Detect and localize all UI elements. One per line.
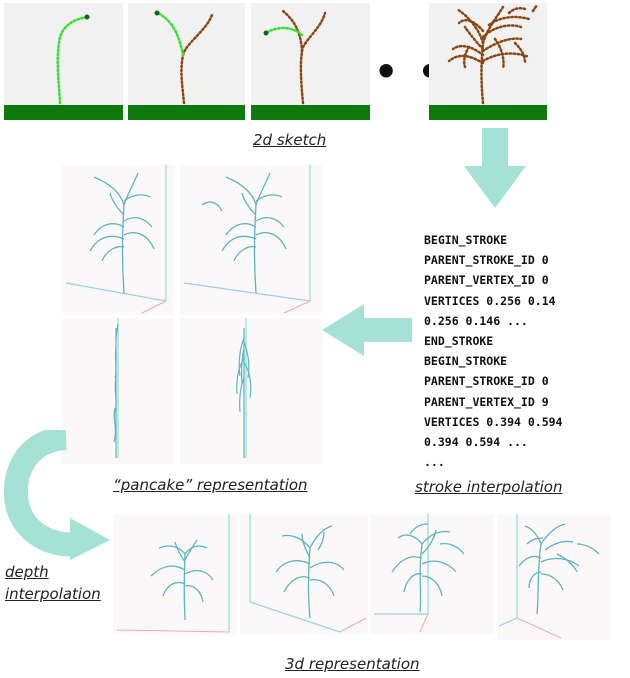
sketch-panel-3 xyxy=(251,3,370,120)
stroke-file-line: VERTICES 0.394 0.594 xyxy=(424,414,563,429)
sketch-stroke-final xyxy=(447,3,539,105)
ground-bar xyxy=(128,105,245,120)
sketch-panel-final xyxy=(429,3,547,120)
caption-2d-sketch: 2d sketch xyxy=(253,131,327,149)
sketch-panel-1 xyxy=(4,3,123,120)
stroke-file-line: PARENT_VERTEX_ID 9 xyxy=(424,394,549,409)
curved-arrow-icon xyxy=(4,430,110,560)
stroke-file-line: PARENT_VERTEX_ID 0 xyxy=(424,273,549,288)
view-3d-1 xyxy=(113,514,237,634)
sketch-stroke-1 xyxy=(56,14,90,105)
caption-stroke-interpolation: stroke interpolation xyxy=(415,478,563,496)
stroke-file-line: BEGIN_STROKE xyxy=(424,233,508,247)
stroke-file-line: END_STROKE xyxy=(424,334,494,349)
stroke-file-line: ... xyxy=(424,455,445,470)
stroke-file-line: 0.394 0.594 ... xyxy=(424,435,528,450)
stroke-file-line: BEGIN_STROKE xyxy=(424,354,508,369)
sketch-panel-2 xyxy=(128,3,245,120)
pancake-view-front-2 xyxy=(180,165,322,315)
caption-3d-representation: 3d representation xyxy=(285,655,420,673)
stroke-file-line: VERTICES 0.256 0.14 xyxy=(424,293,556,308)
caption-depth: depth xyxy=(5,563,49,581)
ground-bar xyxy=(429,105,547,120)
left-arrow-icon xyxy=(322,304,412,356)
ground-bar xyxy=(4,105,123,120)
pancake-view-side-2 xyxy=(180,318,322,464)
stroke-file-line: PARENT_STROKE_ID 0 xyxy=(424,253,549,268)
caption-pancake: “pancake” representation xyxy=(113,476,308,494)
pancake-view-front-1 xyxy=(62,165,174,315)
view-3d-4 xyxy=(497,514,611,640)
sketch-stroke-3 xyxy=(263,9,327,105)
view-3d-3 xyxy=(370,514,494,634)
caption-interpolation: interpolation xyxy=(5,585,101,603)
down-arrow-icon xyxy=(464,128,526,208)
sketch-stroke-2 xyxy=(154,10,214,105)
stroke-file-line: 0.256 0.146 ... xyxy=(424,313,528,328)
stroke-file-text: BEGIN_STROKE PARENT_STROKE_ID 0 PARENT_VER… xyxy=(424,230,562,472)
view-3d-2 xyxy=(240,514,368,634)
pancake-view-side-1 xyxy=(62,318,174,464)
stroke-file-line: PARENT_STROKE_ID 0 xyxy=(424,374,549,389)
ground-bar xyxy=(251,105,370,120)
